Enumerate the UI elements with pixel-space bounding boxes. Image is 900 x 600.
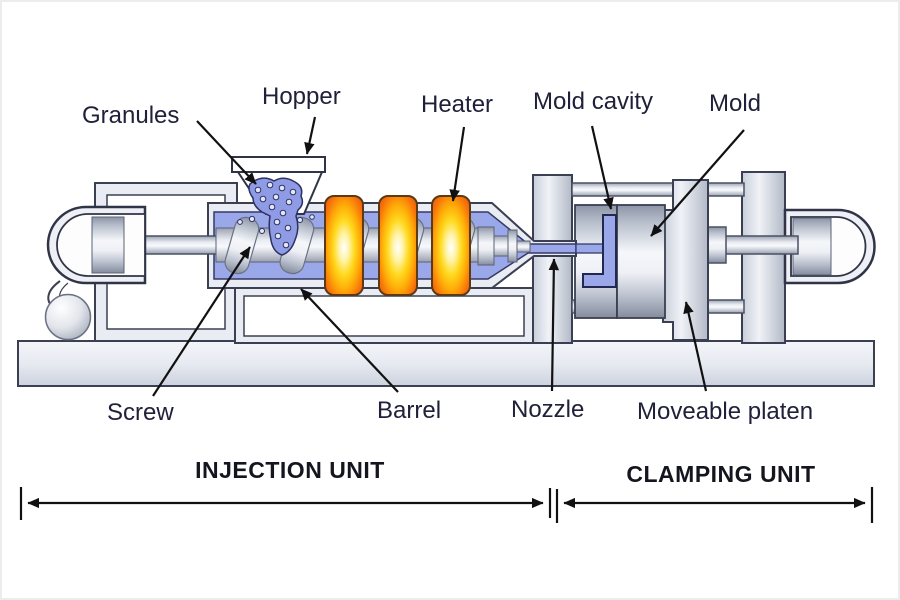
injection-hydraulic-cylinder: [46, 205, 147, 285]
clamping-frame-post: [741, 171, 786, 344]
moveable-platen-arrow: [683, 301, 708, 392]
heater-band-1: [324, 195, 364, 296]
granules-arrow: [196, 120, 257, 185]
dimension-lines: [19, 487, 874, 523]
mold-arrow: [650, 129, 745, 237]
barrel-arrow: [300, 288, 399, 393]
hopper-arrow: [304, 116, 317, 155]
label-moveable-platen: Moveable platen: [637, 398, 814, 425]
mold-cavity: [575, 214, 617, 288]
moveable-platen: [662, 179, 709, 341]
clamp-piston: [792, 217, 832, 276]
screw-tip: [477, 226, 531, 266]
label-clamping-unit: CLAMPING UNIT: [626, 461, 816, 487]
machine-base: [17, 340, 875, 387]
leader-arrows: [152, 116, 745, 397]
ball-linkage: [44, 280, 92, 341]
label-screw: Screw: [107, 399, 174, 426]
mold-cavity-arrow: [590, 125, 614, 210]
label-heater: Heater: [421, 91, 494, 118]
injection-piston: [91, 216, 125, 274]
moving-mold-half: [616, 204, 666, 319]
label-injection-unit: INJECTION UNIT: [195, 457, 385, 483]
ball: [44, 293, 92, 341]
label-barrel: Barrel: [377, 397, 442, 424]
heater-bands: [324, 195, 471, 296]
nozzle-arrow: [548, 258, 560, 392]
label-hopper: Hopper: [262, 83, 341, 110]
label-granules: Granules: [82, 102, 180, 129]
heater-band-2: [378, 195, 418, 296]
label-mold-cavity: Mold cavity: [533, 88, 654, 115]
clamp-hydraulic-cylinder: [783, 208, 876, 285]
screw-arrow: [152, 246, 251, 397]
granules: [237, 177, 315, 256]
barrel-pedestal: [234, 287, 534, 344]
heater-arrow: [449, 126, 466, 202]
heater-band-3: [431, 195, 471, 296]
label-nozzle: Nozzle: [511, 396, 585, 423]
label-mold: Mold: [709, 90, 762, 117]
